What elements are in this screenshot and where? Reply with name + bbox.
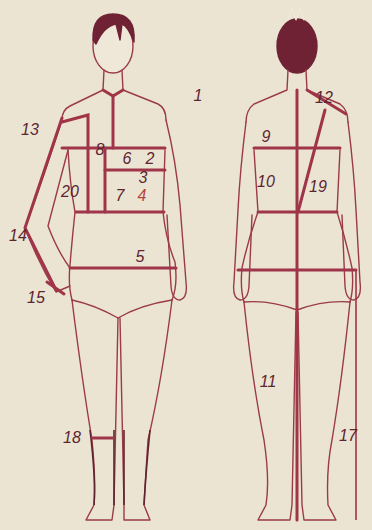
stocking-lines xyxy=(90,430,150,505)
callout-number: 1 xyxy=(194,88,203,104)
leg-length-line xyxy=(355,270,357,520)
callout-number: 19 xyxy=(309,179,327,195)
callout-number: 4 xyxy=(138,188,147,204)
callout-number: 12 xyxy=(315,90,333,106)
callout-number: 3 xyxy=(139,170,148,186)
callout-number: 14 xyxy=(9,228,27,244)
callout-number: 5 xyxy=(136,249,145,265)
callout-number: 15 xyxy=(27,290,45,306)
callout-number: 11 xyxy=(260,374,277,390)
callout-number: 9 xyxy=(262,129,271,145)
back-measure-lines xyxy=(238,90,356,520)
callout-number: 10 xyxy=(257,174,275,190)
callout-number: 17 xyxy=(339,428,357,444)
callout-number: 8 xyxy=(96,142,105,158)
callout-number: 13 xyxy=(21,122,39,138)
front-measure-lines xyxy=(25,90,176,438)
callout-number: 6 xyxy=(123,151,132,167)
callout-number: 20 xyxy=(61,184,79,200)
front-figure xyxy=(25,14,186,520)
callout-number: 18 xyxy=(63,430,81,446)
back-figure xyxy=(234,8,361,520)
callout-number: 2 xyxy=(146,151,155,167)
callout-number: 7 xyxy=(116,188,125,204)
